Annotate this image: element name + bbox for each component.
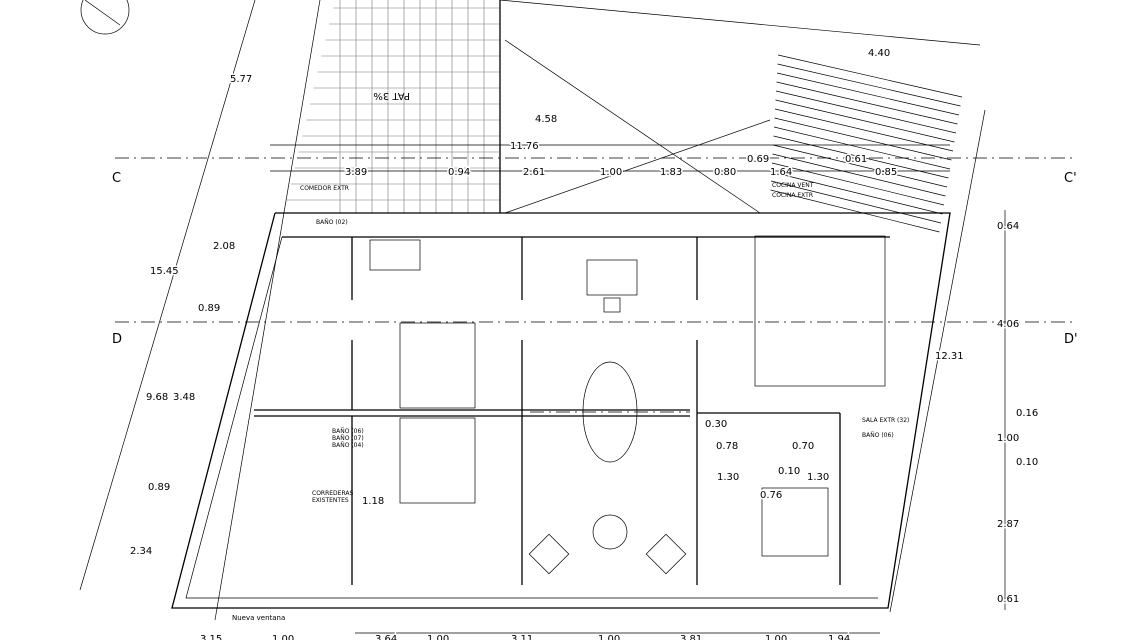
sliding-note-1: CORREDERAS (312, 490, 353, 497)
dimension-left: 15.45 (150, 266, 179, 277)
dimension-right: 0.64 (997, 221, 1019, 232)
building-walls (79, 0, 986, 621)
dimension-right: 1.00 (997, 433, 1019, 444)
dimension-top: 1.00 (600, 167, 622, 178)
dimension-bottom: 3.11 (511, 634, 533, 640)
room-tags: COMEDOR EXTR BAÑO (02) COCINA VENT COCINA E… (300, 182, 909, 449)
dimension-bottom: 1.00 (598, 634, 620, 640)
dimension-interior: 0.10 (778, 466, 800, 477)
section-markers: C C' D D' (112, 171, 1078, 347)
room-tag: COCINA VENT (772, 182, 814, 189)
room-tag: BAÑO (07) (332, 435, 364, 442)
north-arrow-icon (80, 0, 130, 35)
room-tag: BAÑO (06) (332, 428, 364, 435)
dimension-bottom: 1.94 (828, 634, 850, 640)
dimension-bottom: 1.00 (765, 634, 787, 640)
section-c-prime: C' (1064, 171, 1077, 186)
room-tag: COMEDOR EXTR (300, 185, 349, 192)
room-tag: SALA EXTR (32) (862, 417, 909, 424)
dimension-bottom: 1.00 (272, 634, 294, 640)
dimension-bottom: 3.81 (680, 634, 702, 640)
dimension-top: 11.76 (510, 141, 539, 152)
axis-lines (115, 157, 1075, 413)
dimension-left: 0.89 (198, 303, 220, 314)
section-d: D (112, 332, 122, 347)
dimension-labels: 3.89 0.94 2.61 1.00 1.83 0.80 1.64 0.85 0.69 0.61… (129, 47, 1040, 640)
roof-terrace-hatch (287, 0, 501, 213)
dimension-left: 2.08 (213, 241, 235, 252)
dimension-top: 1.83 (660, 167, 682, 178)
dimension-right: 0.61 (997, 594, 1019, 605)
dimension-bottom: 1.00 (427, 634, 449, 640)
dimension-interior: 1.30 (807, 472, 829, 483)
dimension-right: 4.06 (997, 319, 1019, 330)
dimension-interior: 1.30 (717, 472, 739, 483)
room-tag: BAÑO (06) (862, 432, 894, 439)
dimension-interior: 0.30 (705, 419, 727, 430)
dimension-top: 4.40 (868, 48, 890, 59)
sliding-note-2: EXISTENTES (312, 497, 349, 504)
dimension-interior: 0.76 (760, 490, 782, 501)
dimension-left: 5.77 (230, 74, 252, 85)
dimension-left: 2.34 (130, 546, 152, 557)
dimension-top: 0.85 (875, 167, 897, 178)
section-c: C (112, 171, 121, 186)
dimension-left: 3.48 (173, 392, 195, 403)
dimension-top: 0.69 (747, 154, 769, 165)
dimension-interior: 0.78 (716, 441, 738, 452)
dimension-right: 12.31 (935, 351, 964, 362)
room-tag: BAÑO (04) (332, 442, 364, 449)
dimension-top: 0.94 (448, 167, 470, 178)
dimension-bottom: 3.15 (200, 634, 222, 640)
dimension-interior: 1.18 (362, 496, 384, 507)
roof-slope-label: PAT 3% (373, 90, 410, 101)
dimension-right: 0.16 (1016, 408, 1038, 419)
dimension-interior: 0.70 (792, 441, 814, 452)
section-d-prime: D' (1064, 332, 1078, 347)
dimension-top: 0.61 (845, 154, 867, 165)
dimension-top: 0.80 (714, 167, 736, 178)
furniture (369, 235, 886, 575)
dimension-top: 1.64 (770, 167, 792, 178)
dimension-left: 9.68 (146, 392, 168, 403)
room-tag: COCINA EXTR (772, 192, 813, 199)
dimension-bottom: 3.64 (375, 634, 397, 640)
exterior-stair-hatch (770, 54, 963, 233)
dimension-top: 4.58 (535, 114, 557, 125)
dimension-right: 0.10 (1016, 457, 1038, 468)
dimension-right: 2.87 (997, 519, 1019, 530)
dimension-top: 3.89 (345, 167, 367, 178)
room-tag: BAÑO (02) (316, 219, 348, 226)
dimension-left: 0.89 (148, 482, 170, 493)
new-window-note: Nueva ventana (232, 614, 285, 622)
dimension-top: 2.61 (523, 167, 545, 178)
